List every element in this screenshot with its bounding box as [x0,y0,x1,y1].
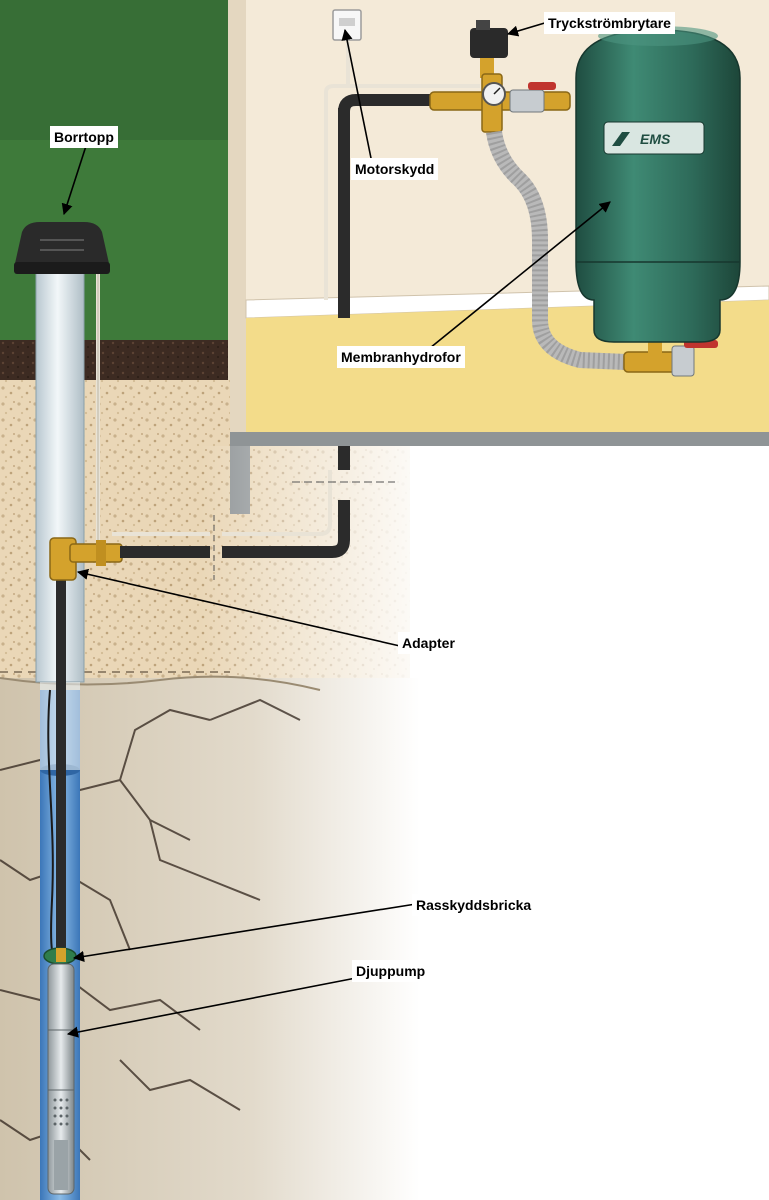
pressure-switch [470,20,508,78]
supply-pipe [120,546,210,558]
well-cap [14,222,110,274]
label-rasskyddsbricka: Rasskyddsbricka [412,894,536,916]
house-pipe [338,108,350,318]
pressure-tank: EMS [575,26,741,343]
label-adapter: Adapter [398,632,459,654]
pressure-manifold [429,73,571,133]
motor-protection-box [332,9,362,41]
topsoil [0,340,228,380]
well-casing [35,267,85,683]
label-motorskydd: Motorskydd [351,158,439,180]
pitless-adapter [49,537,123,581]
submersible-pump [47,963,75,1195]
gravel-layer [0,380,230,680]
floor-edge [228,432,769,446]
callout-arrows [61,21,611,1038]
label-tryckstrombrytare: Tryckströmbrytare [544,12,675,34]
label-borrtopp: Borrtopp [50,126,118,148]
drop-pipe [56,560,66,960]
tank-logo-text: EMS [640,131,671,147]
label-djuppump: Djuppump [352,960,430,982]
label-membranhydrofor: Membranhydrofor [337,346,465,368]
